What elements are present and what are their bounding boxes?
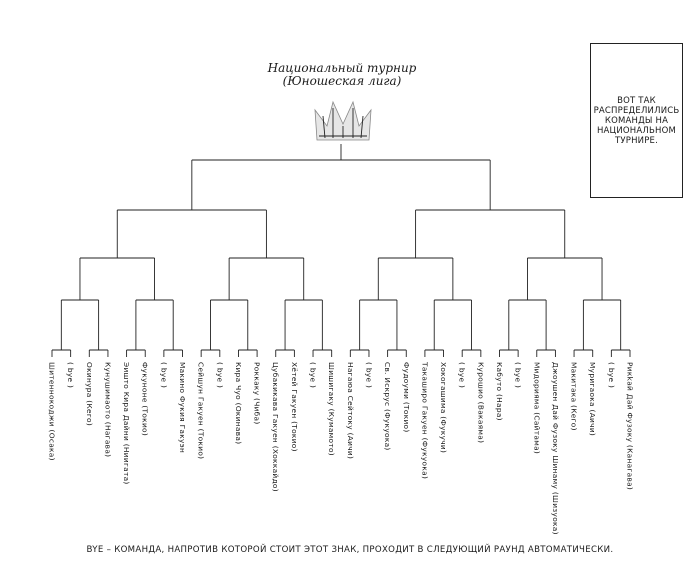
- crown-icon: [314, 100, 372, 141]
- bye-footnote: bye – команда, напротив которой стоит эт…: [86, 545, 614, 555]
- team-label: Роккаку (Чиба): [252, 362, 262, 425]
- team-label: Сейшун Гакуен (Токио): [196, 362, 206, 460]
- team-label: Шишигаку (Кумамото): [327, 362, 337, 456]
- team-label: Кира Чуо (Окинава): [233, 362, 243, 445]
- team-label: Мидорияма (Сайтама): [532, 362, 542, 455]
- team-label: Джоушен Дай Фузоку Шинаму (Шизуока): [550, 362, 560, 535]
- note-box: Вот так распределились команды на национ…: [590, 43, 683, 198]
- team-label: ( bye ): [606, 362, 616, 389]
- team-label: Такаширо Гакуен (Фукуока): [420, 362, 430, 480]
- team-label: Эишто Кира Дайни (Ниигата): [122, 362, 132, 485]
- team-label: ( bye ): [215, 362, 225, 389]
- team-label: Курошио (Вакаяма): [476, 362, 486, 444]
- team-label: Муригаока (Аичи): [588, 362, 598, 437]
- team-label: Кунушимаото (Нагава): [103, 362, 113, 458]
- title-line-1: Национальный турнир: [267, 61, 417, 75]
- note-text: Вот так распределились команды на национ…: [593, 96, 680, 146]
- team-label: ( bye ): [159, 362, 169, 389]
- team-label: Нагаюа Сейтоку (Аичи): [345, 362, 355, 460]
- team-label: Хокогашима (Фукучи): [439, 362, 449, 454]
- team-label: Хётей Гакуен (Токио): [289, 362, 299, 452]
- team-label: Фукуноне (Токио): [140, 362, 150, 437]
- team-label: Цубакикава Гакуен (Хоккайдо): [271, 362, 281, 492]
- title-line-2: (Юношеская лига): [282, 74, 402, 88]
- tournament-title: Национальный турнир (Юношеская лига): [262, 62, 422, 88]
- team-label: Фудоуми (Токио): [401, 362, 411, 433]
- team-label: ( bye ): [308, 362, 318, 389]
- team-label: Кабуто (Нара): [494, 362, 504, 421]
- team-label: Рикkай Дай Фузоку (Канагава): [625, 362, 635, 491]
- team-label: Окинура (Кего): [84, 362, 94, 427]
- team-label: ( bye ): [513, 362, 523, 389]
- team-label: Св. Искрус (Фукуока): [383, 362, 393, 451]
- team-label: Макино Фукия Гакуэн: [178, 362, 188, 454]
- team-label: Макитака (Кего): [569, 362, 579, 431]
- team-label: ( bye ): [66, 362, 76, 389]
- team-label: ( bye ): [457, 362, 467, 389]
- team-label: Шитеннокоджи (Осака): [47, 362, 57, 461]
- team-label: ( bye ): [364, 362, 374, 389]
